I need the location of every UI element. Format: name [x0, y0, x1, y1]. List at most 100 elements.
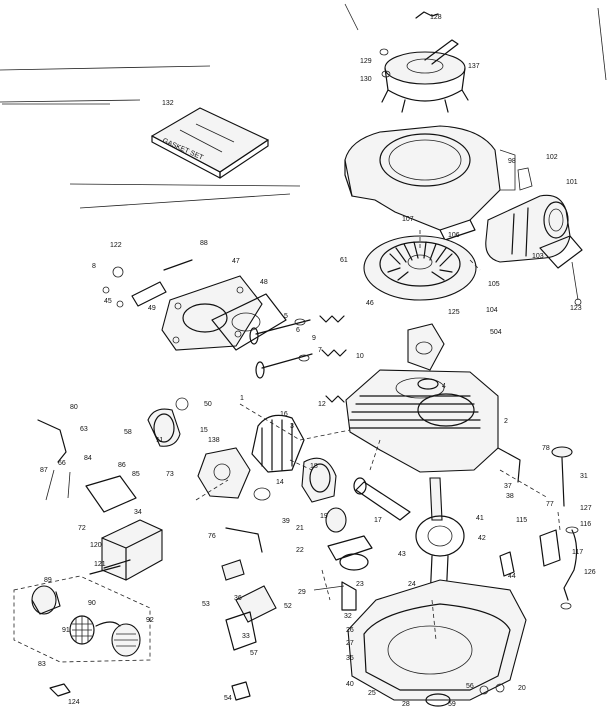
crankshaft-camshaft: [313, 477, 465, 611]
callout-73: 73: [166, 471, 174, 478]
callout-63: 63: [80, 426, 88, 433]
callout-47: 47: [232, 258, 240, 265]
callout-125: 125: [448, 309, 460, 316]
callout-120: 120: [90, 542, 102, 549]
callout-4: 4: [442, 383, 446, 390]
callout-36: 36: [234, 595, 242, 602]
callout-8a: 8: [92, 263, 96, 270]
callout-130: 130: [360, 76, 372, 83]
callout-14: 14: [276, 479, 284, 486]
callout-138: 138: [208, 437, 220, 444]
callout-89: 89: [44, 577, 52, 584]
callout-56: 56: [466, 683, 474, 690]
gasket-set-package: GASKET SET: [150, 107, 270, 179]
callout-10: 10: [356, 353, 364, 360]
callout-13: 11: [156, 437, 163, 444]
callout-72: 72: [78, 525, 86, 532]
callout-15: 15: [200, 427, 208, 434]
callout-121: 121: [94, 561, 106, 568]
callout-16: 16: [280, 411, 288, 418]
callout-12: 12: [318, 401, 326, 408]
callout-22: 22: [296, 547, 304, 554]
callout-76: 76: [208, 533, 216, 540]
callout-45: 45: [104, 298, 112, 305]
carburetor-assembly: [147, 397, 337, 503]
callout-6: 6: [296, 327, 300, 334]
oil-fill-dipstick: [499, 446, 579, 610]
cylinder-head: [102, 259, 287, 351]
callout-26: 26: [346, 627, 354, 634]
callout-24: 24: [408, 581, 416, 588]
callout-53: 53: [202, 601, 210, 608]
callout-54: 54: [224, 695, 232, 702]
callout-124: 124: [68, 699, 80, 706]
callout-88: 88: [200, 240, 208, 247]
ignition-armature: [407, 323, 445, 390]
callout-106: 106: [448, 232, 460, 239]
callout-17: 17: [374, 517, 382, 524]
callout-117: 117: [572, 549, 583, 556]
callout-504: 504: [490, 329, 502, 336]
callout-35: 35: [346, 655, 354, 662]
callout-126: 126: [584, 569, 596, 576]
callout-27: 27: [346, 640, 354, 647]
callout-78: 78: [542, 445, 550, 452]
callout-137: 137: [468, 63, 480, 70]
callout-66: 66: [58, 460, 66, 467]
sump-base: [347, 579, 527, 707]
callout-3: 3: [290, 423, 294, 430]
callout-41: 41: [476, 515, 484, 522]
callout-32: 32: [344, 613, 352, 620]
callout-85: 85: [132, 471, 140, 478]
callout-116: 116: [580, 521, 591, 528]
blower-housing: [344, 125, 516, 241]
callout-34: 34: [134, 509, 142, 516]
callout-23: 23: [356, 581, 364, 588]
callout-18: 18: [310, 463, 318, 470]
callout-77: 77: [546, 501, 554, 508]
callout-50: 50: [204, 401, 212, 408]
callout-87: 87: [40, 467, 48, 474]
muffler: [89, 519, 163, 581]
callout-29: 29: [298, 589, 306, 596]
callout-115: 115: [516, 517, 527, 524]
callout-107: 107: [402, 216, 414, 223]
callout-123: 123: [570, 305, 582, 312]
callout-20: 20: [518, 685, 526, 692]
air-cleaner-assembly: [485, 167, 583, 306]
callout-128: 128: [430, 14, 442, 21]
callout-59: 59: [448, 701, 456, 708]
callout-8: 7: [318, 347, 322, 354]
callout-122: 122: [110, 242, 122, 249]
callout-129: 129: [360, 58, 372, 65]
flywheel: [363, 235, 477, 301]
callout-44: 44: [508, 573, 516, 580]
callout-61: 61: [340, 257, 348, 264]
callout-101: 101: [566, 179, 578, 186]
callout-90: 90: [88, 600, 96, 607]
valve-train: [249, 315, 347, 403]
callout-21: 21: [296, 525, 304, 532]
callout-1: 1: [240, 395, 244, 402]
rewind-starter-assembly: [379, 11, 469, 113]
callout-52: 52: [284, 603, 292, 610]
callout-83: 83: [38, 661, 46, 668]
callout-28: 28: [402, 701, 410, 708]
callout-19: 19: [320, 513, 328, 520]
callout-43: 43: [398, 551, 406, 558]
callout-labels: 128 129 130 137 132 98 102 101 103 123 1…: [38, 14, 596, 708]
callout-58: 58: [124, 429, 132, 436]
callout-46: 46: [366, 300, 374, 307]
callout-5: 5: [284, 313, 288, 320]
breather-assembly: [221, 559, 277, 701]
muffler-deflector-group: [13, 575, 151, 697]
cylinder-block: [345, 369, 521, 483]
callout-102: 102: [546, 154, 558, 161]
callout-105: 105: [488, 281, 500, 288]
callout-25: 25: [368, 690, 376, 697]
callout-33: 33: [242, 633, 250, 640]
callout-39: 39: [282, 518, 290, 525]
callout-37: 37: [504, 483, 512, 490]
leader-dash-lines: [195, 230, 561, 641]
